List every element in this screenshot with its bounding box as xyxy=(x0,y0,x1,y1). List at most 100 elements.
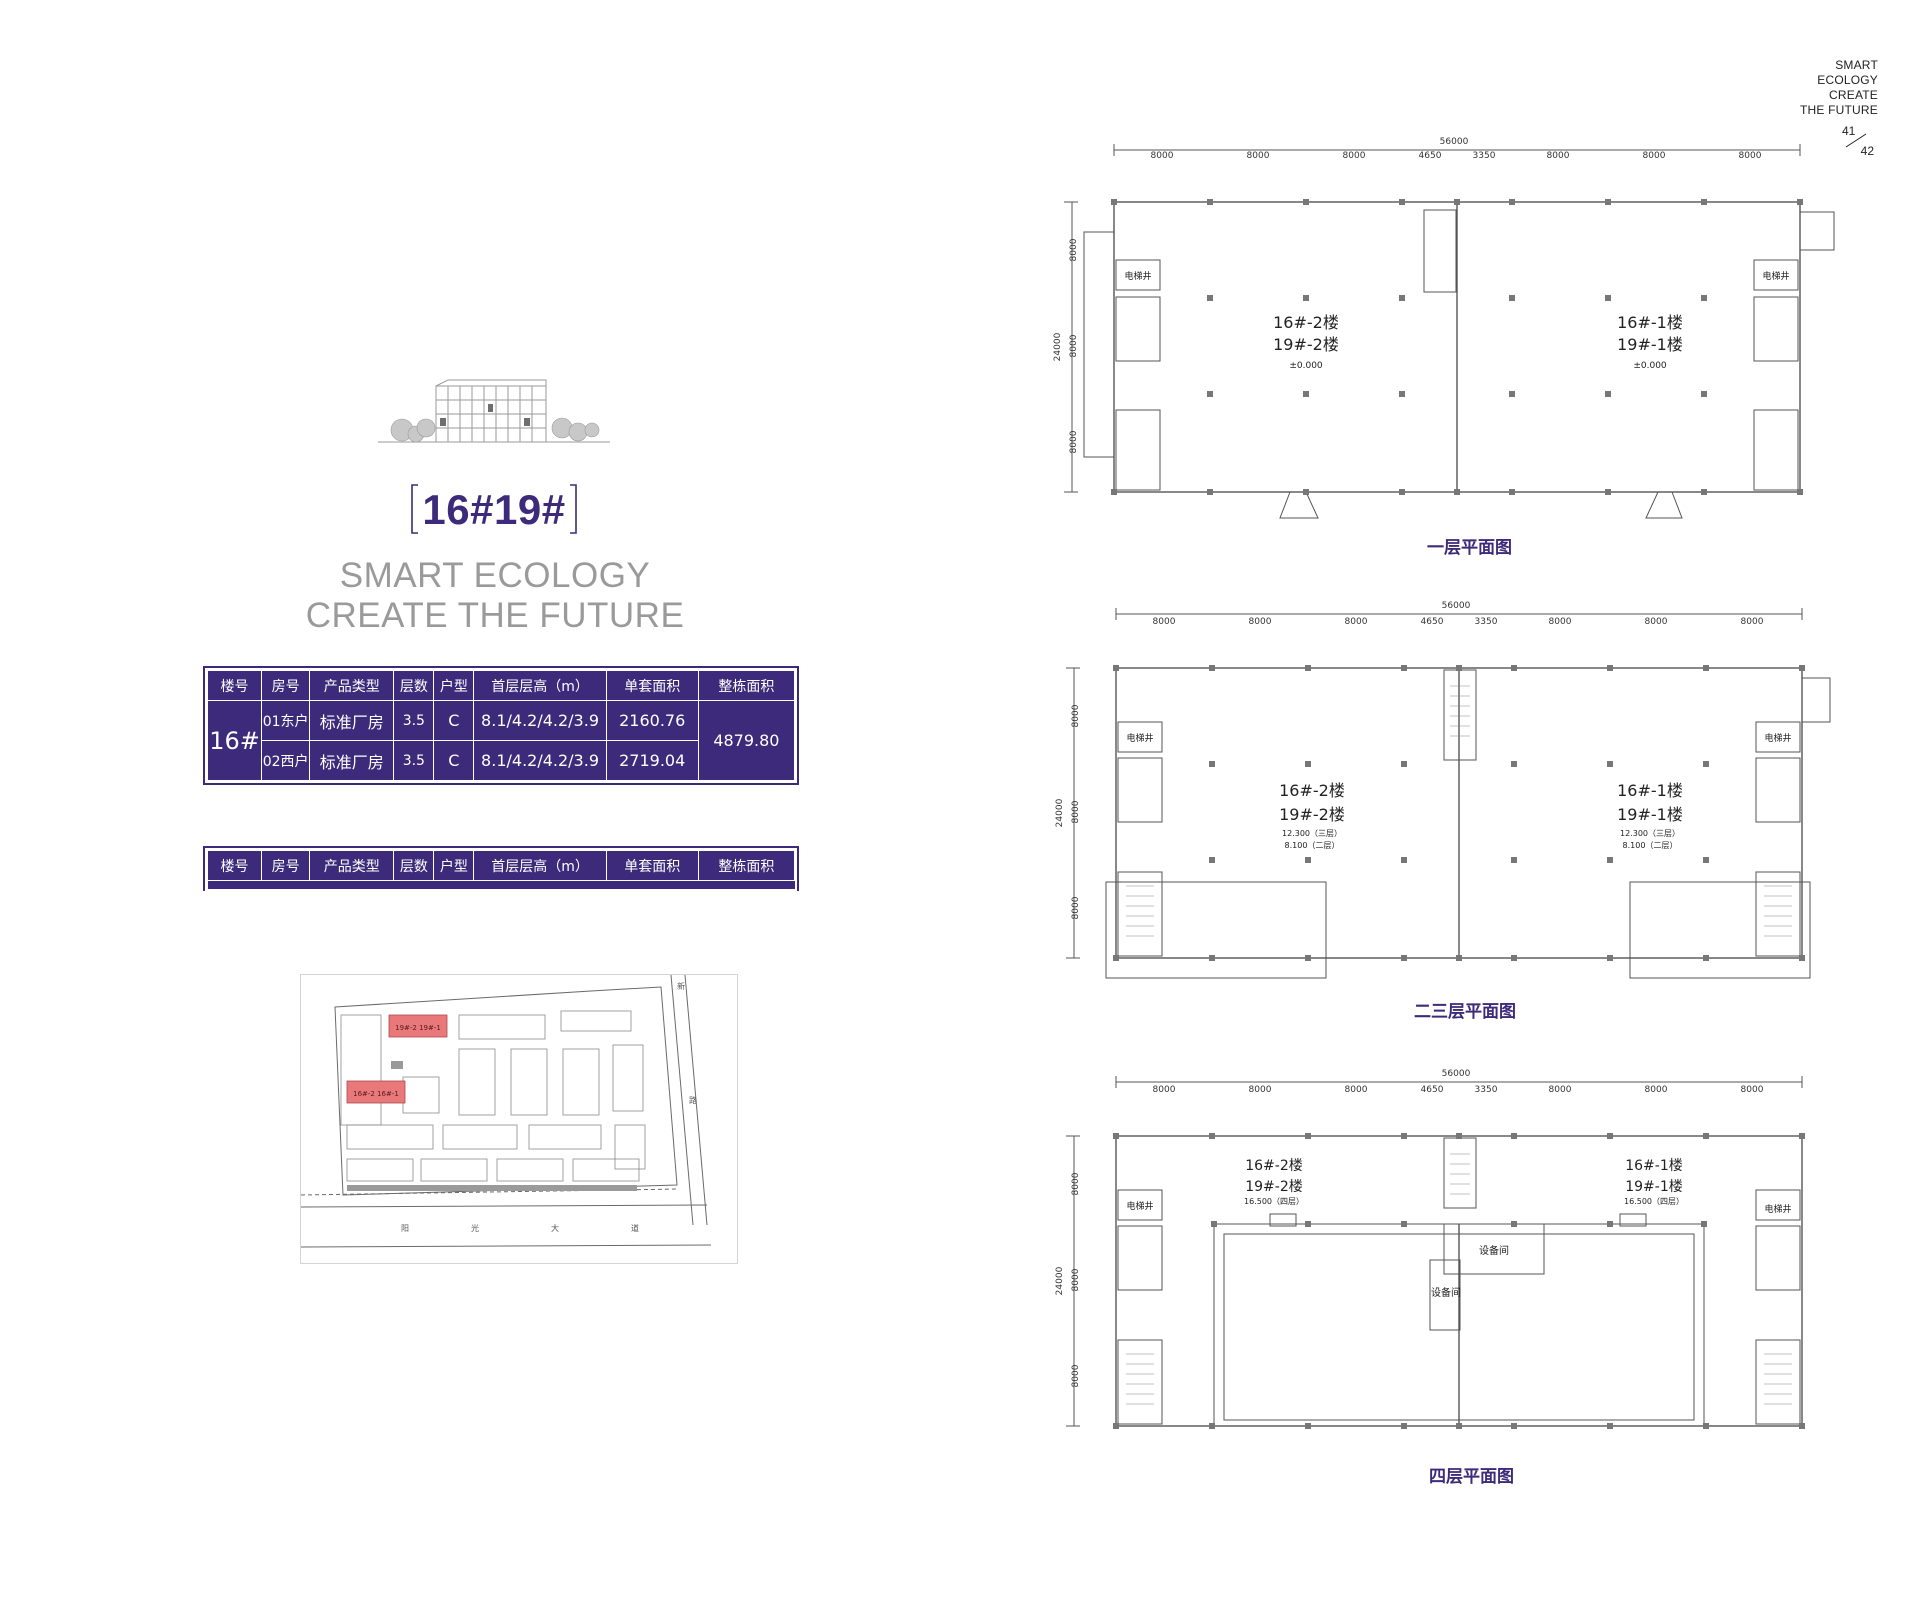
dim-depth-segment: 8000 xyxy=(1069,430,1079,453)
label-elevator: 电梯井 xyxy=(1762,270,1789,282)
label-left-unit-a: 16#-2楼 xyxy=(1273,313,1339,332)
dim-depth-segment: 8000 xyxy=(1071,1268,1081,1291)
label-elevator: 电梯井 xyxy=(1124,270,1151,282)
label-elevation: 8.100（二层） xyxy=(1285,841,1340,850)
side-road-char: 路 xyxy=(689,1095,697,1105)
label-left-unit-a: 16#-2楼 xyxy=(1245,1158,1303,1174)
label-equipment-room: 设备间 xyxy=(1431,1286,1461,1299)
dim-depth-segment: 8000 xyxy=(1069,334,1079,357)
dim-depth-segment: 8000 xyxy=(1071,800,1081,823)
label-right-unit-a: 16#-1楼 xyxy=(1617,313,1683,332)
dim-segment: 8000 xyxy=(1151,151,1174,161)
table-cell-floors: 3.5 xyxy=(393,700,435,741)
dim-depth-segment: 8000 xyxy=(1071,704,1081,727)
label-right-unit-b: 19#-1楼 xyxy=(1617,805,1683,824)
label-elevator: 电梯井 xyxy=(1764,732,1791,744)
label-left-unit-b: 19#-2楼 xyxy=(1279,805,1345,824)
floor-plan-fourth: 56000 8000 8000 8000 4650 3350 8000 8000… xyxy=(1055,1069,1805,1429)
label-right-unit-b: 19#-1楼 xyxy=(1617,335,1683,354)
table-cell-unit-type: C xyxy=(433,740,475,781)
dim-segment: 8000 xyxy=(1343,151,1366,161)
table-header: 产品类型 xyxy=(309,850,395,881)
table-header: 单套面积 xyxy=(605,850,699,881)
dim-segment: 8000 xyxy=(1345,1085,1368,1095)
site-label-16: 16#-2 16#-1 xyxy=(353,1090,399,1098)
dim-total-width: 56000 xyxy=(1442,601,1471,611)
table-header: 房号 xyxy=(261,670,311,701)
dim-total-depth: 24000 xyxy=(1055,798,1065,827)
dim-segment: 4650 xyxy=(1421,617,1444,627)
dim-depth-segment: 8000 xyxy=(1071,1172,1081,1195)
table-cell-type: 标准厂房 xyxy=(309,700,395,741)
dim-segment: 3350 xyxy=(1475,617,1498,627)
side-road-char: 新 xyxy=(677,981,685,991)
site-highlight-16 xyxy=(346,1080,406,1104)
dim-depth-segment: 8000 xyxy=(1069,238,1079,261)
label-elevator: 电梯井 xyxy=(1126,732,1153,744)
table-header: 层数 xyxy=(393,670,435,701)
floor-caption-second-third: 二三层平面图 xyxy=(1414,1002,1516,1022)
slogan-line-2: CREATE THE FUTURE xyxy=(305,596,685,635)
label-elevation: 16.500（四层） xyxy=(1244,1197,1304,1206)
floor-caption-first: 一层平面图 xyxy=(1427,538,1512,558)
label-elevation: 12.300（三层） xyxy=(1620,829,1680,838)
table-cell-type: 标准厂房 xyxy=(309,740,395,781)
floor-plan-second-third: 56000 8000 8000 8000 4650 3350 8000 8000… xyxy=(1055,601,1831,979)
road-label-char: 阳 xyxy=(401,1224,409,1233)
dim-segment: 8000 xyxy=(1547,151,1570,161)
table-header: 楼号 xyxy=(206,850,263,881)
dim-segment: 3350 xyxy=(1473,151,1496,161)
dim-segment: 8000 xyxy=(1741,617,1764,627)
title-bracket-icon xyxy=(411,484,577,534)
dim-depth-segment: 8000 xyxy=(1071,896,1081,919)
dim-segment: 8000 xyxy=(1153,617,1176,627)
table-header: 整栋面积 xyxy=(697,670,796,701)
table-header: 首层层高（m） xyxy=(473,670,607,701)
label-elevator: 电梯井 xyxy=(1764,1203,1791,1215)
dim-segment: 8000 xyxy=(1645,1085,1668,1095)
label-right-unit-a: 16#-1楼 xyxy=(1625,1158,1683,1174)
label-elevation: 16.500（四层） xyxy=(1624,1197,1684,1206)
dim-segment: 8000 xyxy=(1249,617,1272,627)
dim-segment: 8000 xyxy=(1739,151,1762,161)
table-header-row: 楼号 房号 产品类型 层数 户型 首层层高（m） 单套面积 整栋面积 xyxy=(206,850,796,881)
dim-total-depth: 24000 xyxy=(1053,332,1063,361)
table-header: 楼号 xyxy=(206,670,263,701)
table-cell-room: 01东户 xyxy=(261,700,311,741)
label-right-unit-a: 16#-1楼 xyxy=(1617,781,1683,800)
floor-caption-fourth: 四层平面图 xyxy=(1429,1467,1514,1487)
site-highlight-19 xyxy=(388,1014,448,1038)
dim-segment: 3350 xyxy=(1475,1085,1498,1095)
table-cell-room: 02西户 xyxy=(261,740,311,781)
page-divider-icon xyxy=(1845,133,1867,148)
table-row: 02西户 标准厂房 3.5 C 8.1/4.2/4.2/3.9 2719.04 xyxy=(208,740,795,781)
dim-segment: 8000 xyxy=(1549,1085,1572,1095)
corner-slogan: SMART ECOLOGY CREATE THE FUTURE xyxy=(1800,58,1878,118)
dim-depth-segment: 8000 xyxy=(1071,1364,1081,1387)
table-cell-height: 8.1/4.2/4.2/3.9 xyxy=(473,740,607,781)
slogan-line-1: SMART ECOLOGY xyxy=(339,556,651,595)
dim-segment: 8000 xyxy=(1153,1085,1176,1095)
dim-segment: 8000 xyxy=(1549,617,1572,627)
table-header: 产品类型 xyxy=(309,670,395,701)
table-header-row: 楼号 房号 产品类型 层数 户型 首层层高（m） 单套面积 整栋面积 xyxy=(206,670,796,701)
dim-total-width: 56000 xyxy=(1442,1069,1471,1079)
unit-table-19: 楼号 房号 产品类型 层数 户型 首层层高（m） 单套面积 整栋面积 xyxy=(203,846,799,891)
dim-segment: 8000 xyxy=(1645,617,1668,627)
label-elevation: 8.100（二层） xyxy=(1623,841,1678,850)
dim-segment: 4650 xyxy=(1419,151,1442,161)
table-header: 首层层高（m） xyxy=(473,850,607,881)
building-sketch-illustration xyxy=(378,379,610,443)
table-cell-floors: 3.5 xyxy=(393,740,435,781)
table-cell-unit-area: 2719.04 xyxy=(605,740,699,781)
table-cell-unit-type: C xyxy=(433,700,475,741)
page-number: 41 42 xyxy=(1840,124,1874,158)
label-left-unit-a: 16#-2楼 xyxy=(1279,781,1345,800)
dim-segment: 8000 xyxy=(1741,1085,1764,1095)
corner-slogan-line: SMART xyxy=(1835,58,1878,72)
table-header: 户型 xyxy=(433,850,475,881)
label-right-unit-b: 19#-1楼 xyxy=(1625,1179,1683,1195)
table-header: 整栋面积 xyxy=(697,850,796,881)
page-number-left: 41 xyxy=(1842,124,1856,138)
dim-segment: 8000 xyxy=(1643,151,1666,161)
